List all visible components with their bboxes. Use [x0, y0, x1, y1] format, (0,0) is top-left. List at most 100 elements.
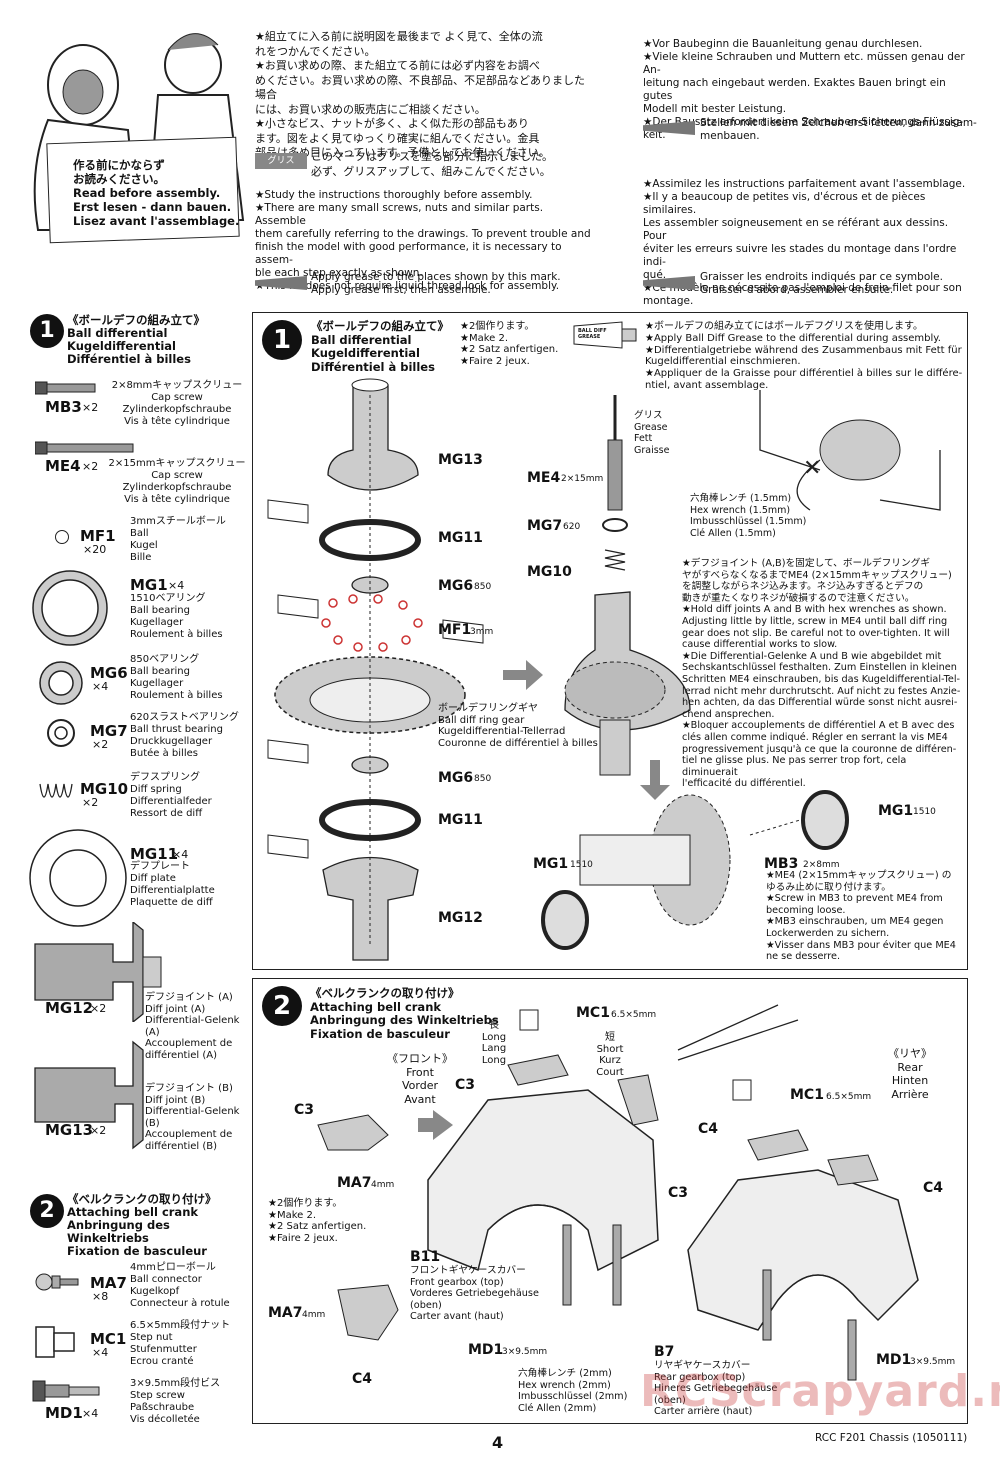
part-qty: ×2 — [82, 401, 99, 414]
part-code: ME4 — [45, 457, 81, 475]
part-code: MG1 — [130, 576, 168, 594]
thrust-bearing-icon — [46, 718, 76, 748]
label-mg7: MG7 — [527, 518, 563, 534]
part-desc: 4mmピローボール Ball connector Kugelkopf Conne… — [130, 1262, 230, 1309]
part-code: MF1 — [80, 527, 116, 545]
part-desc: 3×9.5mm段付ビス Step screw Paßschraube Vis d… — [130, 1378, 221, 1425]
part-code: MG10 — [80, 780, 129, 798]
hex-wrench-label: 六角棒レンチ (1.5mm) Hex wrench (1.5mm) Imbuss… — [690, 493, 807, 539]
steel-ball-icon — [55, 530, 69, 544]
svg-text:✕: ✕ — [803, 456, 821, 481]
label-mg1-left: MG1 — [533, 856, 569, 872]
diff-joint-adjust-note: ★デフジョイント (A,B)を固定して、ボールデフリングギ ヤがすべらなくなるま… — [682, 558, 961, 790]
label-c4-rear: C4 — [923, 1180, 944, 1196]
mg10-spring-drawing — [604, 549, 626, 571]
part-desc: デフジョイント (B) Diff joint (B) Differential-… — [145, 1083, 240, 1152]
step1-right-diagram: ✕ — [541, 390, 941, 950]
ball-diff-grease-tube-icon — [572, 320, 640, 350]
mg1-left-bearing-drawing — [541, 890, 589, 950]
rear-label: 《リヤ》 Rear Hinten Arrière — [888, 1047, 932, 1101]
front-assembly-arrow — [418, 1110, 453, 1140]
grease-tube-label: BALL DIFF GREASE — [578, 328, 607, 340]
step2-main-badge: 2 — [262, 986, 302, 1026]
jp-intro-text: ★組立てに入る前に説明図を最後まで よく見て、全体の流 れをつかんでください。 … — [255, 30, 585, 159]
part-qty: ×2 — [90, 1124, 107, 1137]
ball-connector-icon — [35, 1272, 79, 1292]
bell-crank-c3-drawing — [317, 1114, 389, 1151]
step1-number-badge: 1 — [30, 314, 64, 348]
label-mg12: MG12 — [438, 910, 483, 926]
part-desc: 2×15mmキャップスクリュー Cap screw Zylinderkopfsc… — [108, 458, 246, 505]
fr-grease-text: Graisser les endroits indiqués par ce sy… — [700, 271, 943, 296]
hex-wrench-drawing — [759, 390, 821, 471]
ring-gear-label: ボールデフリングギヤ Ball diff ring gear Kugeldiff… — [438, 703, 598, 749]
part-code: MD1 — [45, 1404, 83, 1422]
label-ma7-front-size: 4mm — [371, 1180, 395, 1190]
label-mg6-upper: MG6 — [438, 578, 474, 594]
label-md1-rear: MD1 — [876, 1352, 912, 1368]
part-code: MG12 — [45, 999, 94, 1017]
part-desc: 2×8mmキャップスクリュー Cap screw Zylinderkopfsch… — [111, 380, 243, 427]
ball-bearing-1510-icon — [30, 568, 110, 648]
label-mg1-right-size: 1510 — [913, 807, 936, 817]
label-mc1-front-size: 6.5×5mm — [611, 1010, 657, 1020]
mg7-thrust-bearing-drawing — [602, 518, 628, 532]
mg6-upper-bearing-drawing — [351, 576, 389, 594]
label-mc1-rear: MC1 — [790, 1087, 824, 1103]
step1-exploded-diagram — [267, 378, 543, 961]
label-mg6-lower: MG6 — [438, 770, 474, 786]
part-qty: ×4 — [92, 1346, 109, 1359]
bell-crank-c4-drawing — [337, 1284, 399, 1341]
part-desc: 850ベアリング Ball bearing Kugellager Rouleme… — [130, 654, 223, 701]
step2-diagram-frame — [252, 978, 968, 1424]
jp-grease-text: このマークはグリスを塗る部分に指示しました。 必ず、グリスアップして、組みこんで… — [311, 150, 553, 178]
label-md1-front-size: 3×9.5mm — [502, 1347, 548, 1357]
mg6-lower-bearing-drawing — [351, 756, 389, 774]
grease-tag-jp: グリス — [255, 153, 307, 169]
label-mg6-lower-size: 850 — [474, 774, 492, 784]
step2-make2-note: ★2個作ります。 ★Make 2. ★2 Satz anfertigen. ★F… — [268, 1198, 367, 1244]
read-before-assembly-text: 作る前にかならず お読みください。 Read before assembly. … — [73, 158, 240, 228]
part-code: MA7 — [90, 1274, 127, 1292]
mb3-lock-note: ★ME4 (2×15mmキャップスクリュー) の ゆるみ止めに取り付けます。 ★… — [766, 870, 956, 963]
part-desc: デフプレート Diff plate Differentialplatte Pla… — [130, 861, 215, 908]
mg13-diff-joint-drawing — [327, 380, 419, 491]
label-mb3: MB3 — [764, 856, 799, 872]
step1-main-badge: 1 — [262, 320, 302, 360]
label-me4: ME4 — [527, 470, 561, 486]
long-arm-label: 長 Long Lang Long — [481, 1020, 507, 1066]
label-mg7-size: 620 — [563, 522, 581, 532]
short-arm-label: 短 Short Kurz Court — [596, 1032, 624, 1078]
label-md1-front: MD1 — [468, 1342, 504, 1358]
part-qty: ×4 — [172, 848, 189, 861]
part-desc: 620スラストベアリング Ball thrust bearing Druckku… — [130, 712, 239, 759]
part-desc: デフジョイント (A) Diff joint (A) Differential-… — [145, 992, 240, 1061]
cap-screw-2x15-icon — [34, 440, 135, 455]
ball-bearing-850-icon — [38, 660, 84, 706]
label-mf1: MF1 — [438, 622, 472, 638]
grease-icon-de — [643, 121, 695, 135]
step2-left-title: 《ベルクランクの取り付け》 Attaching bell crank Anbri… — [67, 1192, 217, 1258]
grease-icon-fr — [643, 276, 695, 290]
label-mg11-lower: MG11 — [438, 812, 483, 828]
rear-gearbox-drawing — [687, 1169, 919, 1331]
label-c4-lower: C4 — [352, 1371, 373, 1387]
b11-desc: フロントギヤケースカバー Front gearbox (top) Vordere… — [410, 1265, 539, 1322]
hex-wrench-2mm-label: 六角棒レンチ (2mm) Hex wrench (2mm) Imbusschlü… — [518, 1368, 628, 1414]
cap-screw-2x8-icon — [34, 380, 97, 395]
step1-make2-note: ★2個作ります。 ★Make 2. ★2 Satz anfertigen. ★F… — [460, 321, 559, 367]
pliers-drawing — [677, 1004, 799, 1061]
step-nut-icon — [35, 1326, 75, 1358]
part-code: MB3 — [45, 398, 82, 416]
mg1-right-bearing-drawing — [801, 790, 849, 850]
part-qty: ×4 — [168, 579, 185, 592]
en-grease-text: Apply grease to the places shown by this… — [311, 271, 561, 296]
label-c3-front: C3 — [294, 1102, 315, 1118]
down-arrow — [640, 760, 670, 800]
grease-tag-label: グリス — [267, 156, 295, 166]
diff-plate-icon — [28, 828, 128, 928]
part-qty: ×2 — [82, 460, 99, 473]
step1-diagram-frame — [252, 312, 968, 970]
step2-diagram — [317, 1004, 919, 1381]
label-c3-rear: C3 — [668, 1185, 689, 1201]
